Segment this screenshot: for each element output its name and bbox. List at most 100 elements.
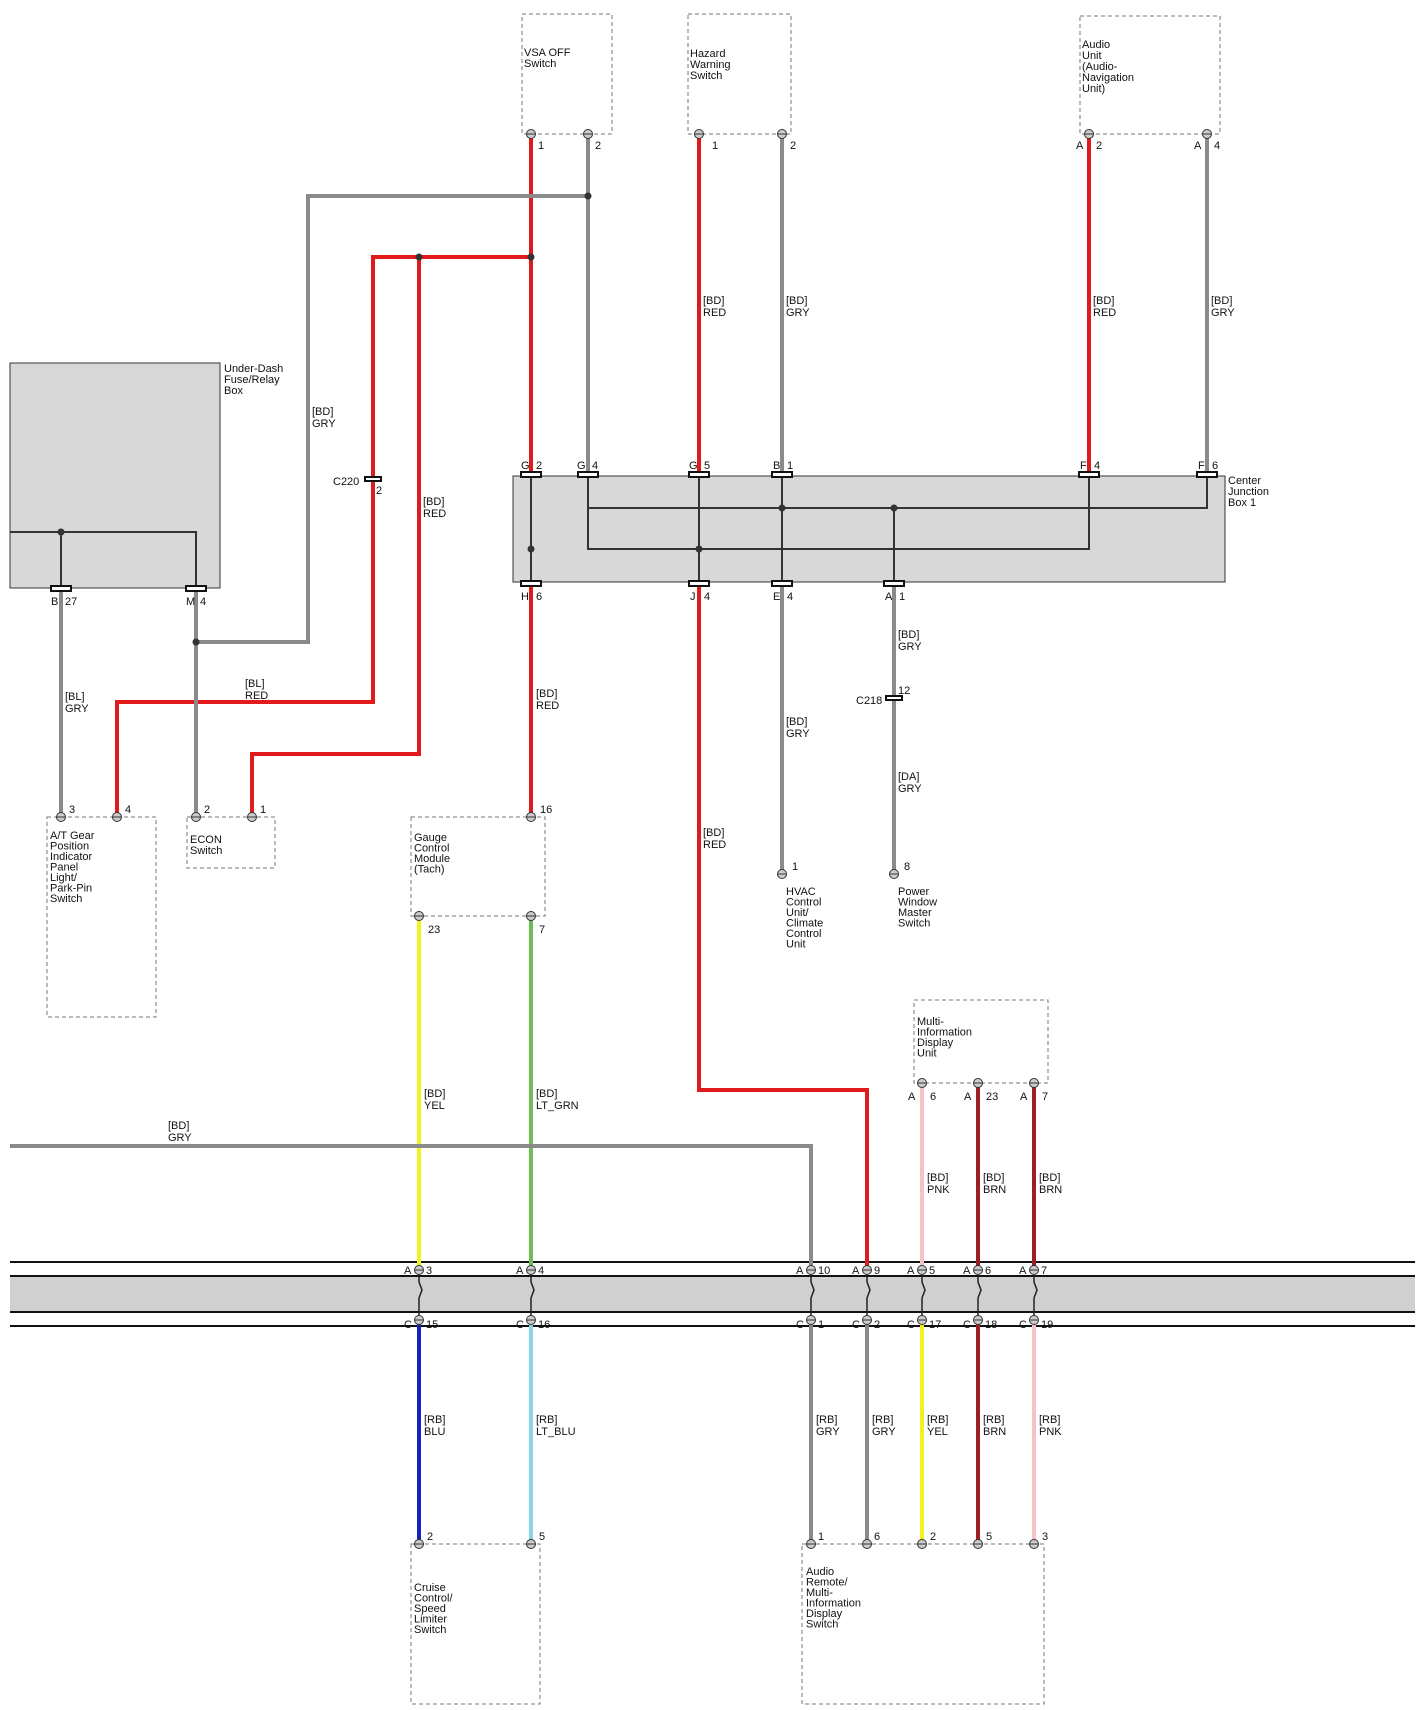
center-junction-box[interactable] <box>512 475 1226 583</box>
pin-label: 8 <box>904 861 910 873</box>
wire-label: [BD]RED <box>703 295 726 319</box>
wire-red[interactable] <box>697 582 869 1270</box>
wire-gry[interactable] <box>10 1144 813 1270</box>
junction-dot <box>527 253 535 261</box>
harness-pass-link <box>866 1270 871 1320</box>
wire-label: [BD]RED <box>703 827 726 851</box>
at-gear-switch-box[interactable] <box>46 816 157 1018</box>
harness-pass-link <box>530 1270 535 1320</box>
pin-label: C <box>404 1319 412 1331</box>
harness-pass-link <box>921 1270 926 1320</box>
pin-label: B <box>773 460 780 472</box>
harness-pass-link <box>1033 1270 1038 1320</box>
wire-label: [BL]RED <box>245 678 268 702</box>
harness-pass-link <box>418 1270 423 1320</box>
pin-label: A <box>907 1265 915 1277</box>
wire-label: [BD]LT_GRN <box>536 1088 579 1112</box>
pin-label: 17 <box>929 1319 941 1331</box>
pin-label: C <box>852 1319 860 1331</box>
pin-label: G <box>521 460 530 472</box>
junction-dot <box>192 638 200 646</box>
splice-c220[interactable] <box>364 476 382 482</box>
pin-label: M <box>186 596 195 608</box>
pin-label: 7 <box>539 924 545 936</box>
wire-label: [BD]RED <box>1093 295 1116 319</box>
hazard-switch-box[interactable] <box>687 13 792 135</box>
pin-label: 4 <box>200 596 206 608</box>
pin-label: 3 <box>69 804 75 816</box>
pin-label: 4 <box>125 804 131 816</box>
audio-remote-switch-box[interactable] <box>801 1543 1045 1705</box>
wire-red[interactable] <box>115 255 531 817</box>
pin-label: 18 <box>985 1319 997 1331</box>
pin-label: 3 <box>426 1265 432 1277</box>
splice-c218-pin: 12 <box>898 685 910 697</box>
pin-label: 2 <box>595 140 601 152</box>
pin-label: 2 <box>204 804 210 816</box>
pin-label: 27 <box>65 596 77 608</box>
under-dash-internal <box>10 531 197 588</box>
pin-label: 2 <box>1096 140 1102 152</box>
pin-label: 5 <box>539 1531 545 1543</box>
pin-label: 4 <box>787 591 793 603</box>
wire-gry[interactable] <box>196 194 588 644</box>
junction-dot <box>890 504 898 512</box>
pin-label: 2 <box>930 1531 936 1543</box>
junction-dot <box>415 253 423 261</box>
pin-labels: 1 2 1 2 A 2 A 4 G 2 G 4 G 5 B 1 F 4 F 6 … <box>51 140 1220 1543</box>
pin-label: C <box>796 1319 804 1331</box>
pin-label: 5 <box>986 1531 992 1543</box>
pin-label: E <box>773 591 780 603</box>
pin-label: A <box>852 1265 860 1277</box>
pin-label: 2 <box>790 140 796 152</box>
pin-terminals <box>56 129 1212 1549</box>
harness-band <box>10 1276 1415 1312</box>
pin-label: 1 <box>818 1531 824 1543</box>
pin-label: 6 <box>985 1265 991 1277</box>
pin-label: 1 <box>538 140 544 152</box>
splice-c218[interactable] <box>885 695 903 701</box>
pin-label: F <box>1080 460 1087 472</box>
pin-label: B <box>51 596 58 608</box>
cruise-switch-box[interactable] <box>410 1543 541 1705</box>
wire-label: [RB]PNK <box>1039 1414 1062 1438</box>
gauge-control-box[interactable] <box>410 816 546 917</box>
junction-dot <box>57 528 65 536</box>
pin-label: A <box>964 1091 972 1103</box>
audio-unit-box[interactable] <box>1079 15 1221 135</box>
wire-label: [RB]GRY <box>872 1414 896 1438</box>
junction-dot <box>695 545 703 553</box>
wire-label: [DA]GRY <box>898 771 922 795</box>
wire-label: [RB]LT_BLU <box>536 1414 576 1438</box>
pin-label: 1 <box>712 140 718 152</box>
pin-label: 9 <box>874 1265 880 1277</box>
pin-label: 1 <box>260 804 266 816</box>
pin-label: 5 <box>929 1265 935 1277</box>
under-dash-fuse-box[interactable] <box>9 362 221 589</box>
wire-label: [BD]GRY <box>1211 295 1235 319</box>
pin-label: F <box>1198 460 1205 472</box>
wire-label: [BD]RED <box>423 496 446 520</box>
wire-label: [BD]YEL <box>424 1088 445 1112</box>
pin-label: 4 <box>538 1265 544 1277</box>
pin-label: A <box>516 1265 524 1277</box>
wire-label: [RB]GRY <box>816 1414 840 1438</box>
splice-c220-label: C220 <box>333 476 359 488</box>
splice-c220-pin: 2 <box>376 485 382 497</box>
econ-switch-box[interactable] <box>186 816 276 869</box>
mid-unit-box[interactable] <box>913 999 1049 1084</box>
wire-red[interactable] <box>250 257 421 817</box>
pin-label: A <box>963 1265 971 1277</box>
vsa-off-switch-box[interactable] <box>521 13 613 135</box>
wire-label: [BD]PNK <box>927 1172 950 1196</box>
pin-label: A <box>885 591 893 603</box>
